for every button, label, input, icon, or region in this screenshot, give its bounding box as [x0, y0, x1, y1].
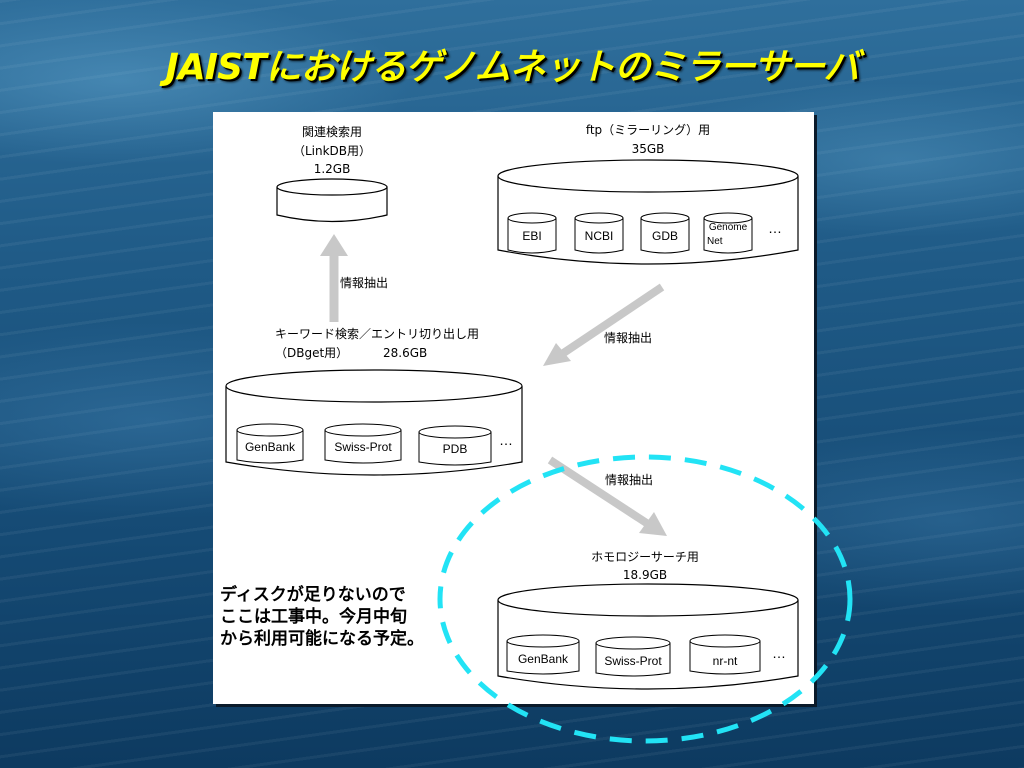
arrow-up	[320, 234, 348, 322]
keyword-size: 28.6GB	[383, 346, 428, 360]
ftp-db-genomenet-1: Genome	[708, 222, 748, 233]
note-line-1: ディスクが足りないので	[220, 585, 406, 605]
extract-label-down: 情報抽出	[605, 473, 654, 487]
note-line-2: ここは工事中。今月中旬	[220, 607, 407, 627]
linkdb-size: 1.2GB	[313, 162, 351, 176]
keyword-label: キーワード検索／エントリ切り出し用	[275, 327, 480, 341]
homology-label: ホモロジーサーチ用	[591, 550, 699, 564]
under-construction-highlight	[437, 454, 853, 744]
under-construction-note: ディスクが足りないので ここは工事中。今月中旬 から利用可能になる予定。	[220, 584, 424, 650]
ftp-db-gdb: GDB	[651, 229, 678, 243]
homology-db-genbank: GenBank	[517, 652, 569, 666]
ftp-db-genomenet-2: Net	[707, 236, 723, 247]
ftp-label: ftp（ミラーリング）用	[585, 123, 711, 137]
homology-size: 18.9GB	[622, 568, 668, 582]
ftp-size: 35GB	[631, 142, 665, 156]
homology-inner-disks	[506, 634, 761, 677]
keyword-db-genbank: GenBank	[244, 440, 296, 454]
homology-db-nrnt: nr-nt	[712, 654, 738, 668]
note-line-3: から利用可能になる予定。	[220, 629, 424, 649]
keyword-inner-disks	[236, 423, 492, 466]
ftp-db-ebi: EBI	[522, 229, 542, 243]
arrow-mid	[543, 283, 665, 366]
keyword-ellipsis: …	[499, 432, 513, 448]
extract-label-mid: 情報抽出	[604, 331, 653, 345]
ftp-ellipsis: …	[768, 220, 782, 236]
ftp-db-ncbi: NCBI	[584, 229, 614, 243]
keyword-db-pdb: PDB	[442, 442, 468, 456]
keyword-db-swissprot: Swiss-Prot	[334, 440, 392, 454]
linkdb-label-1: 関連検索用	[301, 125, 362, 139]
linkdb-label-2: （LinkDB用）	[292, 144, 372, 158]
homology-ellipsis: …	[772, 645, 786, 661]
arrow-down	[547, 456, 667, 536]
linkdb-disk	[276, 178, 388, 223]
ftp-inner-disks	[507, 212, 753, 254]
homology-db-swissprot: Swiss-Prot	[604, 654, 662, 668]
slide-title: JAISTにおけるゲノムネットのミラーサーバ	[165, 47, 860, 88]
extract-label-up: 情報抽出	[340, 276, 389, 290]
keyword-label-2: （DBget用）	[275, 346, 349, 360]
